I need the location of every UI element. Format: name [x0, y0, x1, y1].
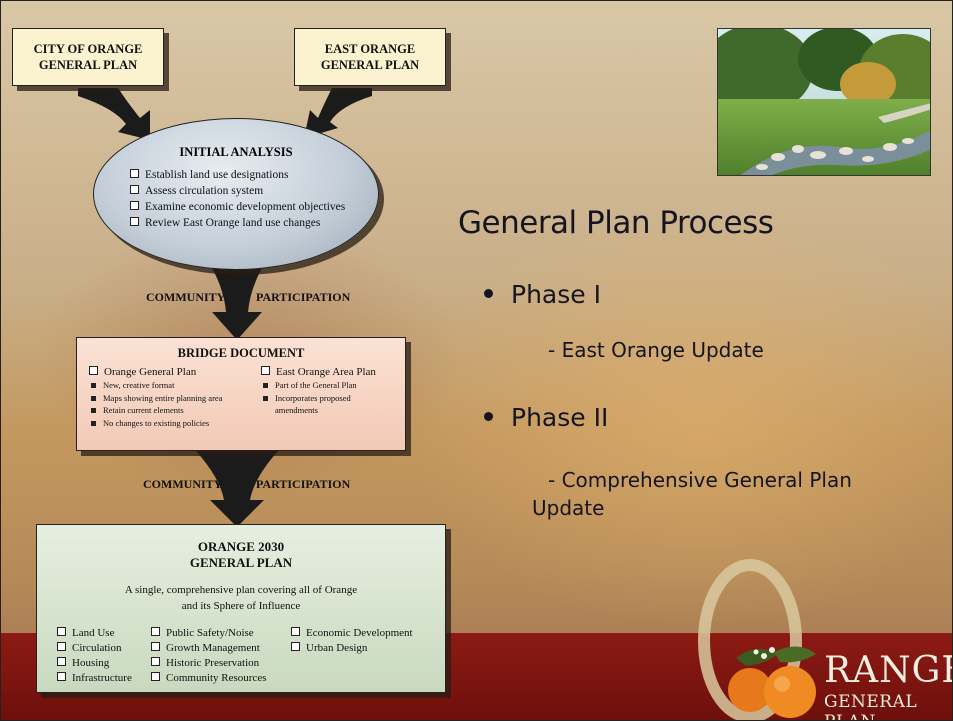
list-item: Infrastructure: [57, 671, 132, 686]
arrow-to-final: [196, 451, 278, 527]
logo-o-ring: [698, 559, 802, 721]
phase-1-bullet: Phase I: [484, 280, 601, 309]
arrow-to-bridge: [212, 268, 262, 340]
final-desc-line2: and its Sphere of Influence: [181, 600, 301, 612]
source-city-of-orange: CITY OF ORANGE GENERAL PLAN: [12, 28, 164, 86]
list-item: Assess circulation system: [130, 183, 345, 199]
initial-analysis-list: Establish land use designations Assess c…: [130, 167, 345, 231]
bullet-dot: [484, 289, 493, 298]
phase-2-bullet: Phase II: [484, 403, 608, 432]
final-column-2: Public Safety/Noise Growth Management Hi…: [151, 626, 267, 686]
phase-2-sub-line1: - Comprehensive General Plan: [548, 468, 852, 492]
list-item: Review East Orange land use changes: [130, 215, 345, 231]
list-item: Incorporates proposed amendments: [261, 392, 365, 417]
logo-subtitle: GENERAL PLAN: [824, 692, 918, 721]
final-title-line1: ORANGE 2030: [197, 539, 285, 554]
slide-heading: General Plan Process: [458, 205, 774, 241]
flow-label-participation-1: PARTICIPATION: [256, 290, 351, 304]
flow-label-community-1: COMMUNITY: [146, 290, 226, 304]
phase-2-subitem: - Comprehensive General Plan Update: [532, 466, 852, 522]
list-item: Part of the General Plan: [261, 379, 376, 392]
bridge-right-head: East Orange Area Plan: [261, 366, 376, 379]
list-item: Growth Management: [151, 641, 267, 656]
list-item: New, creative format: [89, 379, 222, 392]
orange-fruit-logo: [728, 646, 816, 718]
final-column-3: Economic Development Urban Design: [291, 626, 413, 656]
bullet-dot: [484, 412, 493, 421]
bridge-right-column: East Orange Area Plan Part of the Genera…: [261, 366, 376, 417]
final-description: A single, comprehensive plan covering al…: [37, 582, 445, 614]
park-photo-drawing: [718, 29, 930, 175]
source-right-label: EAST ORANGE GENERAL PLAN: [320, 42, 420, 72]
list-item: Examine economic development objectives: [130, 199, 345, 215]
flow-label-community-2: COMMUNITY: [143, 477, 223, 491]
flow-label-participation-2: PARTICIPATION: [256, 477, 351, 491]
initial-analysis-node: INITIAL ANALYSIS Establish land use desi…: [93, 118, 379, 270]
list-item: Housing: [57, 656, 132, 671]
bridge-document-node: BRIDGE DOCUMENT Orange General Plan New,…: [76, 337, 406, 451]
list-item: Economic Development: [291, 626, 413, 641]
phase-1-label: Phase I: [511, 280, 601, 309]
list-item: Community Resources: [151, 671, 267, 686]
arrow-left-source: [78, 88, 150, 140]
final-desc-line1: A single, comprehensive plan covering al…: [124, 584, 358, 596]
final-title: ORANGE 2030 GENERAL PLAN: [37, 539, 445, 571]
list-item: Public Safety/Noise: [151, 626, 267, 641]
phase-2-sub-line2: Update: [532, 496, 605, 520]
initial-analysis-title: INITIAL ANALYSIS: [179, 145, 293, 159]
source-east-orange: EAST ORANGE GENERAL PLAN: [294, 28, 446, 86]
list-item: Historic Preservation: [151, 656, 267, 671]
phase-1-subitem: - East Orange Update: [548, 338, 764, 362]
bridge-title: BRIDGE DOCUMENT: [177, 346, 305, 360]
logo-word: RANGE: [824, 650, 953, 691]
bridge-left-column: Orange General Plan New, creative format…: [89, 366, 222, 429]
list-item: Circulation: [57, 641, 132, 656]
list-item: No changes to existing policies: [89, 417, 222, 430]
orange-2030-node: ORANGE 2030 GENERAL PLAN A single, compr…: [36, 524, 446, 693]
phase-2-label: Phase II: [511, 403, 609, 432]
final-column-1: Land Use Circulation Housing Infrastruct…: [57, 626, 132, 686]
list-item: Land Use: [57, 626, 132, 641]
arrow-right-source: [304, 88, 372, 138]
list-item: Retain current elements: [89, 404, 222, 417]
final-title-line2: GENERAL PLAN: [189, 555, 293, 570]
list-item: Maps showing entire planning area: [89, 392, 222, 405]
list-item: Establish land use designations: [130, 167, 345, 183]
bridge-left-head: Orange General Plan: [89, 366, 222, 379]
list-item: Urban Design: [291, 641, 413, 656]
park-photo: [717, 28, 931, 176]
source-left-label: CITY OF ORANGE GENERAL PLAN: [33, 42, 143, 72]
